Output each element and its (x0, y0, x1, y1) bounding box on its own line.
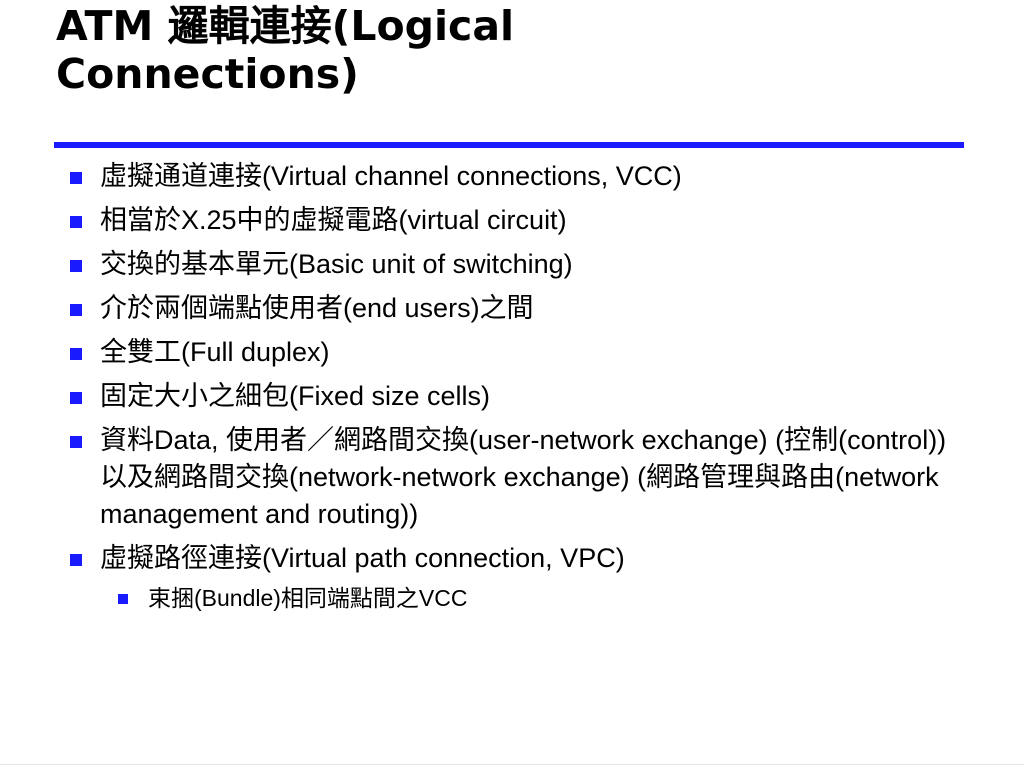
blue-square-bullet-icon (70, 554, 82, 566)
bullet-text: 固定大小之細包(Fixed size cells) (100, 381, 491, 411)
blue-square-bullet-icon (70, 216, 82, 228)
blue-square-bullet-icon (70, 436, 82, 448)
bullet-text: 虛擬路徑連接(Virtual path connection, VPC) (100, 543, 625, 573)
sub-bullet-item: 束捆(Bundle)相同端點間之VCC (68, 582, 968, 614)
bullet-text: 介於兩個端點使用者(end users)之間 (100, 293, 534, 323)
blue-square-bullet-icon (70, 260, 82, 272)
bullet-item: 交換的基本單元(Basic unit of switching) (68, 246, 968, 283)
title-underline (54, 142, 964, 148)
bullet-item: 相當於X.25中的虛擬電路(virtual circuit) (68, 202, 968, 239)
slide-title: ATM 邏輯連接(Logical Connections) (56, 2, 515, 98)
bullet-item: 固定大小之細包(Fixed size cells) (68, 378, 968, 415)
blue-square-bullet-icon (70, 304, 82, 316)
bullet-item: 全雙工(Full duplex) (68, 334, 968, 371)
blue-square-bullet-icon (70, 348, 82, 360)
slide-bottom-edge (0, 764, 1024, 765)
bullet-text: 資料Data, 使用者／網路間交換(user-network exchange)… (100, 425, 947, 529)
bullet-item: 虛擬通道連接(Virtual channel connections, VCC) (68, 158, 968, 195)
bullet-text: 全雙工(Full duplex) (100, 337, 330, 367)
bullet-list: 虛擬通道連接(Virtual channel connections, VCC)… (68, 158, 968, 621)
blue-square-bullet-icon (70, 172, 82, 184)
bullet-text: 虛擬通道連接(Virtual channel connections, VCC) (100, 161, 682, 191)
bullet-item: 虛擬路徑連接(Virtual path connection, VPC) (68, 540, 968, 577)
bullet-item: 資料Data, 使用者／網路間交換(user-network exchange)… (68, 422, 968, 533)
blue-square-bullet-icon (70, 392, 82, 404)
bullet-item: 介於兩個端點使用者(end users)之間 (68, 290, 968, 327)
sub-bullet-text: 束捆(Bundle)相同端點間之VCC (148, 585, 468, 611)
bullet-text: 相當於X.25中的虛擬電路(virtual circuit) (100, 205, 567, 235)
bullet-text: 交換的基本單元(Basic unit of switching) (100, 249, 573, 279)
blue-square-bullet-icon (118, 594, 128, 604)
